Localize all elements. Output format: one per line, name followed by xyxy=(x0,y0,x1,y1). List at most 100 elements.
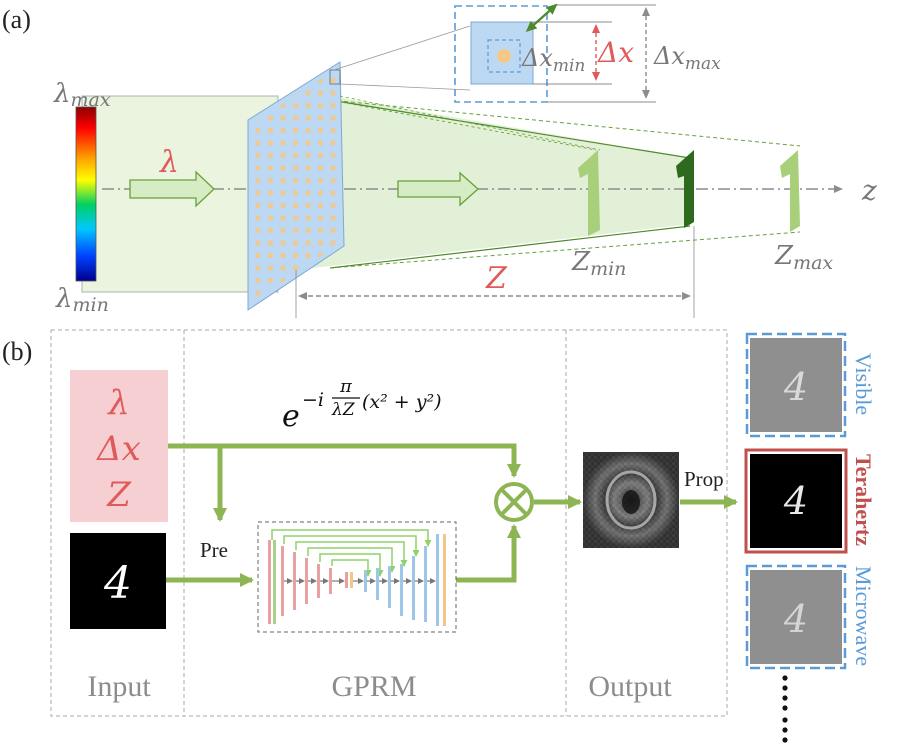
microwave-reconstruction xyxy=(750,570,842,664)
layer xyxy=(281,546,284,616)
unit-cell-inner xyxy=(487,39,521,73)
layer xyxy=(412,556,415,620)
more-bands-dots xyxy=(782,675,788,743)
zoom-line-cone xyxy=(339,95,601,151)
ellipsis-dot xyxy=(782,685,788,691)
skip-connection xyxy=(295,541,408,567)
image-plane-z xyxy=(676,150,694,228)
section-gprm-label: GPRM xyxy=(331,670,416,703)
phase-formula-exponent: −i xyxy=(302,389,324,411)
image-plane-zmin xyxy=(578,150,600,236)
prop-label: Prop xyxy=(684,467,724,491)
metasurface-holes xyxy=(252,68,340,302)
dx-min-label: Δxmin xyxy=(521,44,585,76)
gprm-to-multiply-line xyxy=(456,524,521,583)
zmin-label: Zmin xyxy=(571,247,626,280)
band-microwave-label: Microwave xyxy=(851,566,876,666)
layer xyxy=(273,540,276,624)
visible-reconstruction xyxy=(750,338,842,432)
beam-edge-bottom-far xyxy=(329,231,801,269)
unit-cell-hole xyxy=(497,49,511,63)
lambda-min-label: λmin xyxy=(55,284,109,316)
band-visible-label: Visible xyxy=(851,353,876,415)
beam-edge-top xyxy=(329,99,691,159)
panel-b: (b) λ Δx Z 4 Pre Prop e −i π λZ (x² + y²… xyxy=(2,329,876,743)
z-axis-label: z xyxy=(861,174,877,207)
phase-formula: e xyxy=(282,399,300,434)
panel-a: (a) λmax λmin z λ xyxy=(2,3,877,318)
layer xyxy=(424,546,427,622)
image-plane-zmax xyxy=(780,150,800,232)
gprm-network xyxy=(257,521,457,633)
layer xyxy=(268,540,271,624)
multiply-node-cross-2 xyxy=(500,488,528,516)
beam-edge-bottom xyxy=(329,225,691,269)
input-z: Z xyxy=(106,475,132,515)
ellipsis-dot xyxy=(782,717,788,723)
zmax-label: Zmax xyxy=(774,241,833,274)
input-lambda: λ xyxy=(106,383,130,423)
ellipsis-dot xyxy=(782,737,788,743)
visible-frame xyxy=(745,332,847,438)
propagating-beam xyxy=(296,90,690,270)
layer xyxy=(436,534,439,626)
lambda-max-label: λmax xyxy=(53,79,111,111)
microwave-digit: 4 xyxy=(783,597,808,641)
phase-formula-tail: (x² + y²) xyxy=(362,391,442,413)
layer xyxy=(350,572,353,588)
panel-b-label: (b) xyxy=(2,337,32,366)
microwave-frame xyxy=(745,564,847,670)
section-input-label: Input xyxy=(87,670,151,703)
zoom-line-top xyxy=(333,25,471,71)
skip-connections xyxy=(271,529,432,577)
skip-connection xyxy=(331,559,372,577)
skip-connection xyxy=(271,529,432,547)
lambda-label: λ xyxy=(159,145,179,180)
output-hologram-core xyxy=(622,490,640,514)
terahertz-reconstruction xyxy=(750,454,842,548)
phase-formula-denominator: λZ xyxy=(331,400,356,420)
layer xyxy=(329,568,332,594)
skip-connection xyxy=(307,547,396,573)
input-digit-image xyxy=(70,533,166,629)
skip-connection xyxy=(283,535,420,557)
layer xyxy=(305,558,308,604)
band-terahertz-label: Terahertz xyxy=(851,454,876,546)
pre-label: Pre xyxy=(200,538,228,562)
wavelength-spectrum-bar xyxy=(75,106,97,282)
section-frame xyxy=(50,329,728,717)
panel-a-label: (a) xyxy=(2,5,31,34)
layer xyxy=(293,552,296,610)
z-distance-label: Z xyxy=(485,261,508,296)
layer xyxy=(388,566,391,608)
ellipsis-dot xyxy=(782,675,788,681)
layer xyxy=(345,572,348,588)
phase-formula-numerator: π xyxy=(339,376,353,397)
output-hologram-ring xyxy=(605,470,657,530)
layer xyxy=(400,564,403,616)
param-flow-line xyxy=(168,443,521,478)
lambda-input-arrow xyxy=(129,170,215,208)
zoom-line-bottom xyxy=(339,83,471,91)
propagation-arrow xyxy=(397,171,479,207)
terahertz-frame xyxy=(744,448,848,554)
input-digit: 4 xyxy=(103,558,132,609)
ellipsis-dot xyxy=(782,705,788,711)
dx-max-label: Δxmax xyxy=(653,42,721,74)
input-parameters-box xyxy=(70,370,168,522)
gprm-frame xyxy=(257,521,457,633)
layer xyxy=(443,534,446,626)
layer xyxy=(364,570,367,592)
diag-dim-arrow xyxy=(525,3,558,32)
section-output-label: Output xyxy=(588,670,672,703)
beam-edge-top-far xyxy=(329,99,801,147)
ellipsis-dot xyxy=(782,727,788,733)
layer xyxy=(376,568,379,600)
dx-label: Δx xyxy=(597,36,634,69)
skip-connection xyxy=(319,553,384,577)
ellipsis-dot xyxy=(782,695,788,701)
terahertz-digit: 4 xyxy=(783,479,808,523)
visible-digit: 4 xyxy=(783,365,808,409)
input-dx: Δx xyxy=(95,429,141,469)
